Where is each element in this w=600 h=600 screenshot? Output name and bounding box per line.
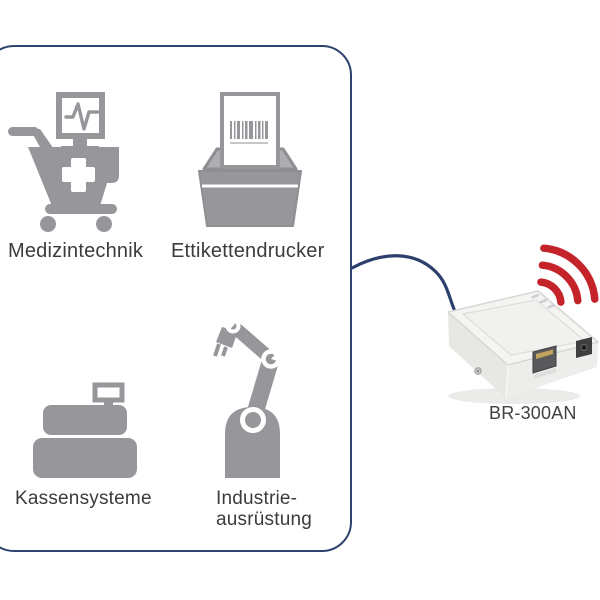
status-leds	[531, 293, 555, 309]
label-kassensysteme: Kassensysteme	[15, 488, 152, 509]
wireless-print-server-device	[447, 290, 599, 404]
cash-register-icon	[33, 382, 137, 478]
wifi-signal-icon	[537, 244, 599, 306]
label-industrie-line1: Industrie-	[216, 488, 298, 509]
robot-arm-icon	[213, 318, 281, 478]
device-model-label: BR-300AN	[489, 403, 577, 423]
label-ettikettendrucker: Ettikettendrucker	[171, 240, 325, 262]
label-industrieausruestung: Industrie-ausrüstung	[216, 488, 312, 530]
ethernet-rj45-port	[532, 345, 557, 379]
ethernet-cable-curve	[350, 254, 456, 311]
label-medizintechnik: Medizintechnik	[8, 240, 144, 262]
label-industrie-line2: ausrüstung	[216, 509, 313, 530]
power-jack	[576, 337, 592, 358]
label-printer-icon	[198, 92, 302, 227]
medical-shopping-cart-icon	[8, 92, 119, 232]
